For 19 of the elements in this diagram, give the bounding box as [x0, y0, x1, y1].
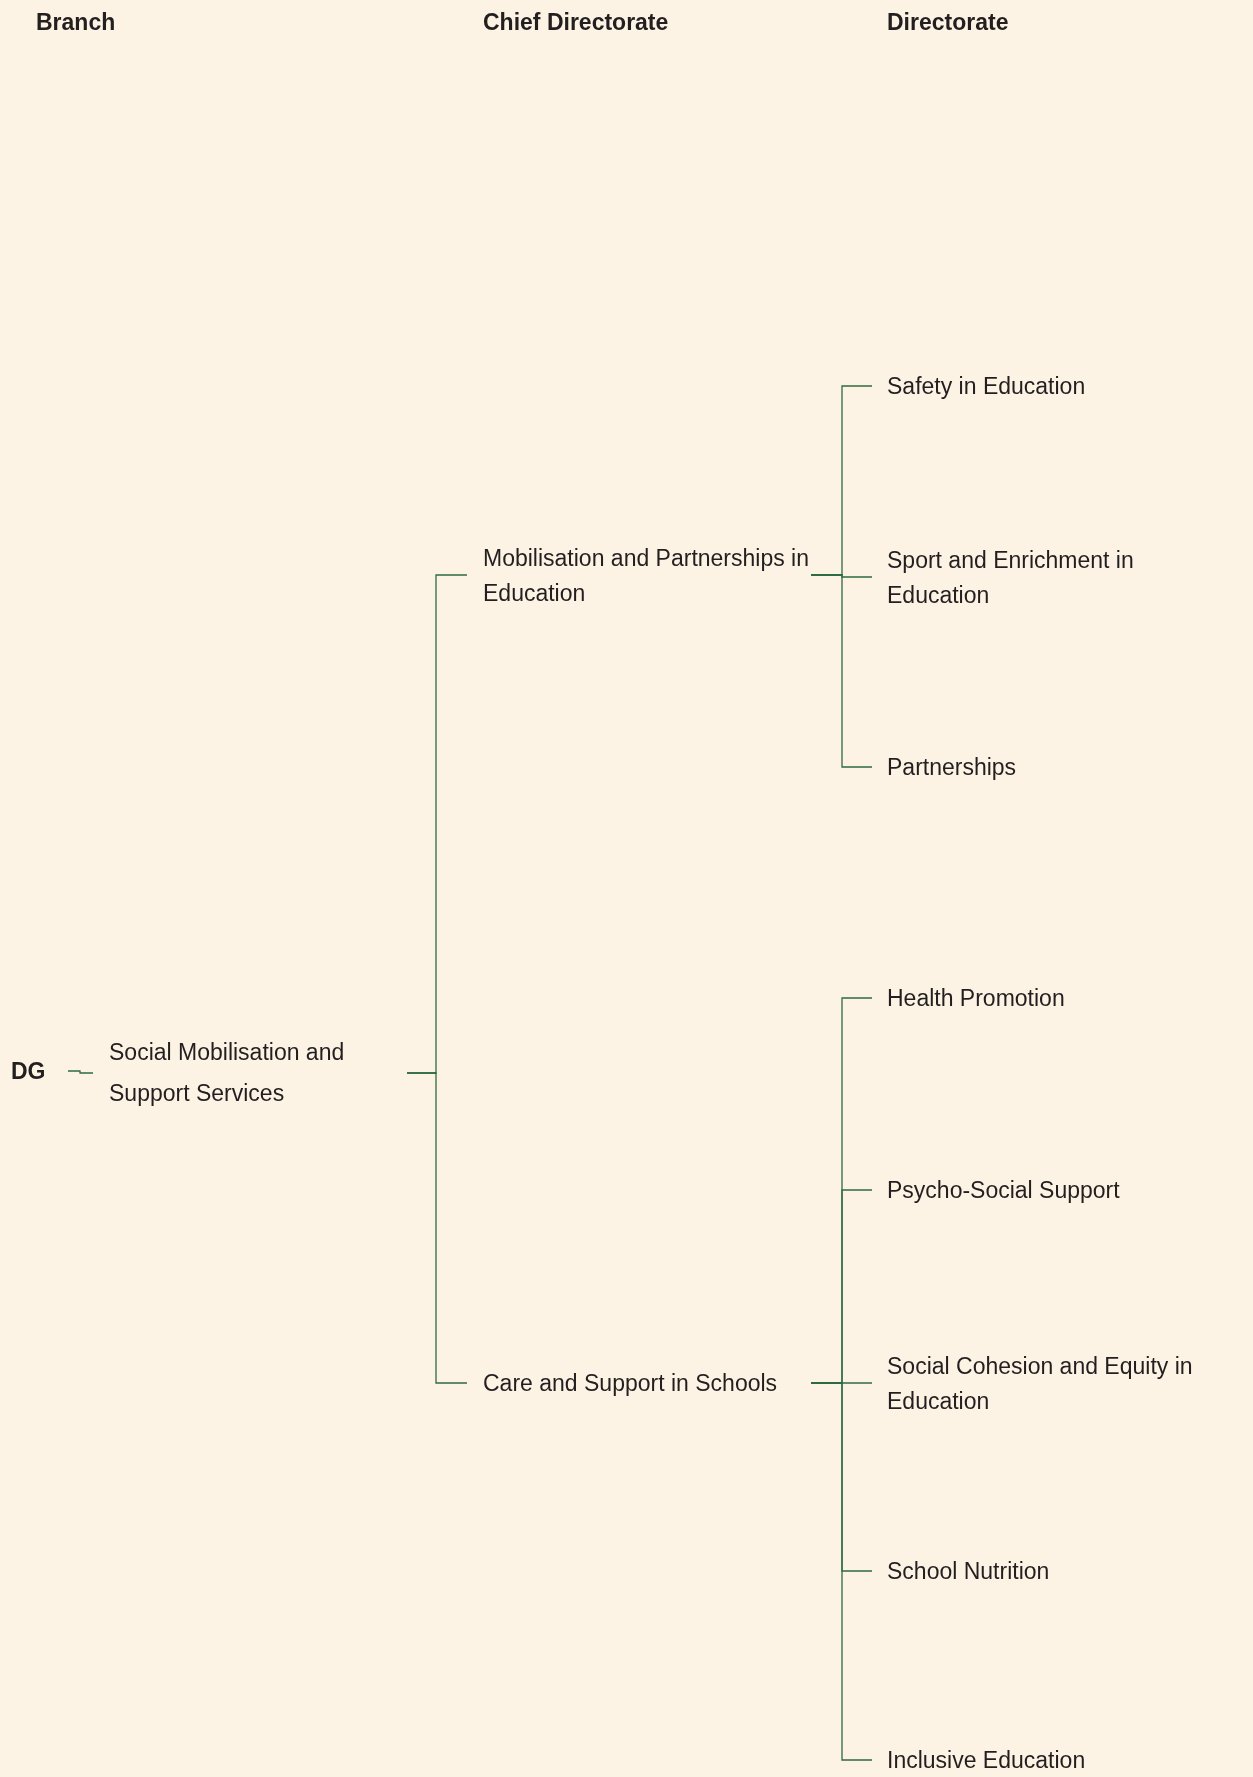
column-heading: Branch: [36, 9, 116, 36]
unit-label: Care and Support in Schools: [483, 1368, 779, 1398]
unit-label: School Nutrition: [887, 1556, 1051, 1586]
unit-label: Sport and Enrichment in Education: [887, 545, 1135, 609]
connector-line: [810, 1382, 873, 1761]
unit-label: Psycho-Social Support: [887, 1175, 1121, 1205]
unit-label: Mobilisation and Partnerships in Education: [483, 543, 810, 607]
column-heading: Directorate: [887, 9, 1009, 36]
connector-line: [406, 1072, 468, 1384]
unit-label: Safety in Education: [887, 371, 1087, 401]
column-heading: Chief Directorate: [483, 9, 669, 36]
root-label: DG: [11, 1056, 47, 1086]
unit-label: Health Promotion: [887, 983, 1066, 1013]
unit-label: Social Mobilisation and Support Services: [109, 1037, 346, 1108]
unit-label: Inclusive Education: [887, 1745, 1087, 1775]
connector-line: [810, 574, 873, 768]
unit-label: Social Cohesion and Equity in Education: [887, 1351, 1194, 1415]
unit-label: Partnerships: [887, 752, 1018, 782]
connector-line: [67, 1070, 94, 1074]
